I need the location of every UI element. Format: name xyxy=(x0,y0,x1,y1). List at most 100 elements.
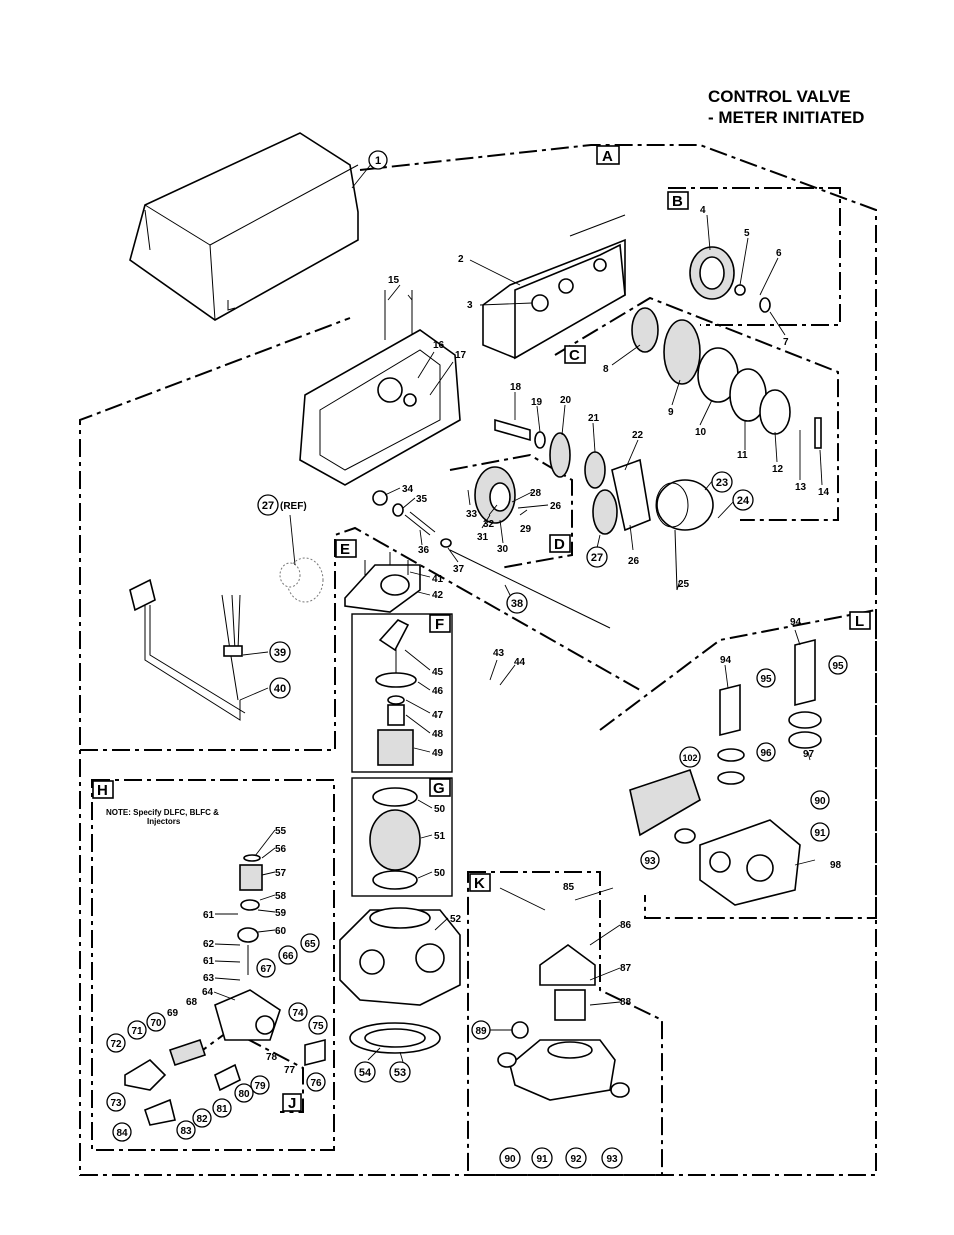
callout-number: 47 xyxy=(432,710,444,721)
meter-k xyxy=(497,944,630,1101)
svg-text:95: 95 xyxy=(760,674,772,685)
callout-circle: 74 xyxy=(288,1002,308,1022)
callout-number: 98 xyxy=(830,860,842,871)
callout-number: 36 xyxy=(418,545,430,556)
callout-number: 2 xyxy=(458,254,464,265)
callout-number: 10 xyxy=(695,427,707,438)
circled-callouts: 1 23 24 27 27 38 39 40 53 54 65 66 67 70… xyxy=(106,150,848,1169)
callout-number: 44 xyxy=(514,657,526,668)
section-tags: A B C D E F G H J K L xyxy=(92,145,871,1112)
svg-text:90: 90 xyxy=(814,796,826,807)
svg-text:73: 73 xyxy=(110,1098,122,1109)
svg-text:B: B xyxy=(672,193,683,210)
callout-number: 86 xyxy=(620,920,632,931)
callout-number: 34 xyxy=(402,484,414,495)
svg-text:74: 74 xyxy=(292,1008,304,1019)
callout-circle: 95 xyxy=(756,668,776,688)
callout-number: 50 xyxy=(434,804,446,815)
section-tag-d: D xyxy=(549,534,571,553)
section-h-note: NOTE: Specify DLFC, BLFC & Injectors xyxy=(106,808,219,826)
svg-text:G: G xyxy=(433,780,445,797)
svg-text:39: 39 xyxy=(274,647,286,659)
callout-circle: 70 xyxy=(146,1012,166,1032)
callout-number: 11 xyxy=(737,450,748,461)
svg-text:83: 83 xyxy=(180,1126,192,1137)
bracket-plate xyxy=(482,214,626,360)
callout-circle: 91 xyxy=(810,822,830,842)
callout-circle: 24 xyxy=(732,489,754,511)
callout-number: 85 xyxy=(563,882,575,893)
gear-train-c xyxy=(631,307,822,449)
small-parts-34-37 xyxy=(372,490,452,548)
callout-circle: 83 xyxy=(176,1120,196,1140)
callout-number: 18 xyxy=(510,382,522,393)
callout-number: 7 xyxy=(783,337,789,348)
callout-number: 22 xyxy=(632,430,644,441)
callout-circle: 79 xyxy=(250,1075,270,1095)
svg-text:92: 92 xyxy=(570,1154,582,1165)
svg-text:72: 72 xyxy=(110,1039,122,1050)
callout-circle: 66 xyxy=(278,945,298,965)
callout-number: 56 xyxy=(275,844,287,855)
svg-text:79: 79 xyxy=(254,1081,266,1092)
svg-text:71: 71 xyxy=(131,1026,143,1037)
gear-b xyxy=(689,246,771,313)
callout-number: 43 xyxy=(493,648,505,659)
svg-text:F: F xyxy=(435,616,444,633)
section-tag-f: F xyxy=(429,614,451,633)
svg-text:70: 70 xyxy=(150,1018,162,1029)
section-f-box xyxy=(351,613,453,773)
callout-number: 3 xyxy=(467,300,473,311)
svg-text:27: 27 xyxy=(262,500,274,512)
svg-text:89: 89 xyxy=(475,1026,487,1037)
svg-text:23: 23 xyxy=(716,477,728,489)
section-b-outline xyxy=(668,187,841,326)
svg-text:D: D xyxy=(554,536,565,553)
callout-number: 28 xyxy=(530,488,542,499)
callout-number: 30 xyxy=(497,544,509,555)
callout-circle: 91 xyxy=(531,1147,553,1169)
callout-number: 51 xyxy=(434,831,446,842)
section-h-outline xyxy=(91,779,335,1151)
svg-text:E: E xyxy=(340,541,350,558)
section-d-outline xyxy=(449,453,573,569)
svg-text:65: 65 xyxy=(304,939,316,950)
callout-circle: 95 xyxy=(828,655,848,675)
part-27-ref xyxy=(279,557,324,603)
callout-number: 16 xyxy=(433,340,445,351)
callout-number: 58 xyxy=(275,891,287,902)
callout-circle: 89 xyxy=(471,1020,491,1040)
callout-circle: 53 xyxy=(389,1061,411,1083)
bypass-l xyxy=(629,638,822,906)
motor xyxy=(592,458,714,591)
callout-number: 5 xyxy=(744,228,750,239)
callout-number: 6 xyxy=(776,248,782,259)
callout-number: 29 xyxy=(520,524,532,535)
svg-text:102: 102 xyxy=(682,753,697,763)
callout-number: 8 xyxy=(603,364,609,375)
svg-text:1: 1 xyxy=(375,155,381,167)
section-c-outline xyxy=(554,296,839,521)
callout-circle: 75 xyxy=(308,1015,328,1035)
parts-drawings xyxy=(124,132,822,1126)
callout-number: 62 xyxy=(203,939,215,950)
plate-e xyxy=(344,552,421,613)
gear-d xyxy=(474,466,516,524)
upper-boundary xyxy=(80,526,641,751)
svg-text:54: 54 xyxy=(359,1067,372,1079)
plain-callouts: 2 3 4 5 6 7 8 9 10 11 12 13 14 15 16 17 … xyxy=(167,205,842,1076)
valve-body xyxy=(339,907,461,1054)
callout-number: 61 xyxy=(203,956,215,967)
svg-text:93: 93 xyxy=(606,1154,618,1165)
callout-number: 57 xyxy=(275,868,287,879)
title-line-2: - METER INITIATED xyxy=(708,108,865,127)
callout-number: 26 xyxy=(628,556,640,567)
svg-text:90: 90 xyxy=(504,1154,516,1165)
callout-circle: 80 xyxy=(234,1083,254,1103)
callout-circle: 82 xyxy=(192,1108,212,1128)
svg-text:27: 27 xyxy=(591,552,603,564)
svg-text:H: H xyxy=(97,782,108,799)
callout-number: 49 xyxy=(432,748,444,759)
section-l-outline xyxy=(599,608,877,919)
